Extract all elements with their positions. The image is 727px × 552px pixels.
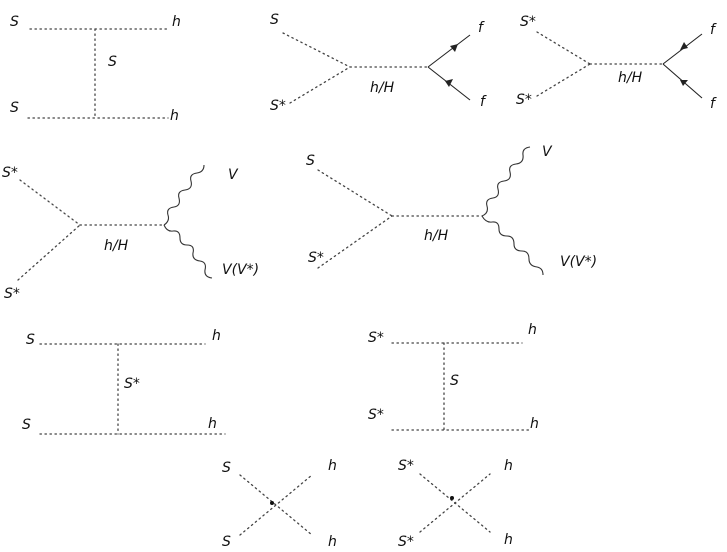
d6-label-out-bottom: h	[208, 416, 217, 432]
diagram-8-contact: S h S h	[222, 458, 337, 550]
d4-label-in-top: S*	[2, 165, 18, 181]
diagram-3-s-channel-fermions-conj: S* S* h/H f f	[516, 14, 717, 112]
d8-label-in-bottom: S	[222, 534, 231, 550]
d2-label-in-top: S	[270, 12, 279, 28]
d7-label-out-top: h	[528, 322, 537, 338]
d7-label-propagator: S	[450, 373, 459, 389]
d9-label-out-top: h	[504, 458, 513, 474]
d3-in-top	[536, 31, 591, 65]
d1-label-propagator: S	[108, 54, 117, 70]
d3-arrow-top-icon	[680, 42, 688, 50]
d1-label-in-bottom: S	[10, 100, 19, 116]
d2-label-in-bottom: S*	[270, 98, 286, 114]
d3-label-propagator: h/H	[618, 70, 643, 86]
d9-label-in-bottom: S*	[398, 534, 414, 550]
d9-vertex	[450, 496, 454, 500]
d6-label-in-bottom: S	[22, 417, 31, 433]
d4-in-bottom	[17, 224, 81, 281]
diagram-2-s-channel-fermions: S S* h/H f f	[270, 12, 487, 114]
d6-label-out-top: h	[212, 328, 221, 344]
d7-label-in-top: S*	[368, 330, 384, 346]
d4-label-in-bottom: S*	[4, 286, 20, 302]
diagram-6-t-channel: S h S* S h	[22, 328, 226, 435]
d4-boson-out-top	[163, 164, 205, 226]
diagram-5-s-channel-bosons: S S* h/H V V(V*)	[306, 144, 597, 276]
d5-label-in-top: S	[306, 153, 315, 169]
d8-vertex	[270, 501, 274, 505]
d9-line-b	[419, 473, 491, 533]
d8-label-in-top: S	[222, 460, 231, 476]
d2-arrow-bottom-icon	[445, 79, 453, 87]
d5-label-out-bottom: V(V*)	[560, 254, 597, 270]
d6-label-in-top: S	[26, 332, 35, 348]
d9-label-in-top: S*	[398, 458, 414, 474]
d2-arrow-top-icon	[450, 44, 458, 52]
d2-fermion-out-top	[427, 34, 471, 68]
d1-label-out-bottom: h	[170, 108, 179, 124]
d4-in-top	[19, 179, 81, 226]
d5-in-bottom	[317, 215, 393, 269]
d4-label-propagator: h/H	[104, 238, 129, 254]
d3-arrow-bottom-icon	[680, 80, 688, 86]
diagram-7-t-channel: S* h S S* h	[368, 322, 539, 432]
d5-in-top	[317, 169, 393, 217]
d3-label-in-top: S*	[520, 14, 536, 30]
diagram-9-contact: S* h S* h	[398, 458, 513, 550]
d4-boson-out-bottom	[163, 224, 213, 279]
d3-in-bottom	[536, 63, 591, 97]
d8-line-b	[239, 474, 313, 536]
d9-label-out-bottom: h	[504, 532, 513, 548]
d4-label-out-top: V	[228, 167, 239, 183]
d2-label-out-top: f	[478, 20, 485, 36]
d4-label-out-bottom: V(V*)	[222, 262, 259, 278]
d3-label-out-bottom: f	[710, 96, 717, 112]
d5-boson-out-top	[481, 146, 531, 217]
d8-label-out-top: h	[328, 458, 337, 474]
d2-label-propagator: h/H	[370, 80, 395, 96]
d7-label-in-bottom: S*	[368, 407, 384, 423]
d5-label-out-top: V	[542, 144, 553, 160]
d5-label-in-bottom: S*	[308, 250, 324, 266]
d1-label-out-top: h	[172, 14, 181, 30]
d3-label-out-top: f	[710, 22, 717, 38]
d7-label-out-bottom: h	[530, 416, 539, 432]
d5-label-propagator: h/H	[424, 228, 449, 244]
d1-label-in-top: S	[10, 14, 19, 30]
d3-label-in-bottom: S*	[516, 92, 532, 108]
diagram-1-t-channel: S h S S h	[10, 14, 181, 124]
d2-in-bottom	[289, 66, 351, 104]
d8-label-out-bottom: h	[328, 534, 337, 550]
diagram-4-s-channel-bosons: S* S* h/H V V(V*)	[2, 164, 259, 302]
d2-in-top	[282, 32, 351, 68]
d5-boson-out-bottom	[481, 215, 544, 276]
d2-label-out-bottom: f	[480, 94, 487, 110]
d6-label-propagator: S*	[124, 376, 140, 392]
